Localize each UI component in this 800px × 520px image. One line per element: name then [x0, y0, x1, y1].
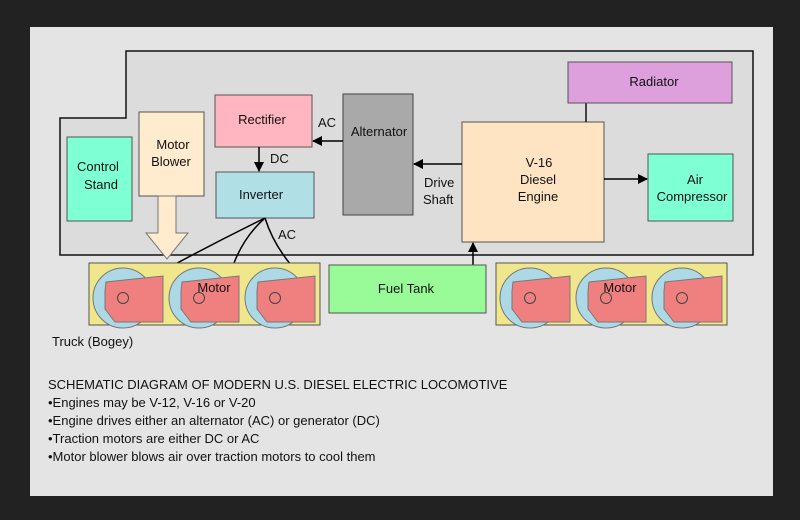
axle — [676, 292, 688, 304]
control-stand-label-1: Control — [77, 159, 119, 174]
air-compressor-label-2: Compressor — [657, 189, 728, 204]
truck-left[interactable] — [88, 262, 321, 329]
engine-label-3: Engine — [518, 189, 558, 204]
ac-label-rectifier: AC — [318, 115, 336, 130]
diesel-engine-box[interactable] — [461, 121, 605, 243]
notes-block: SCHEMATIC DIAGRAM OF MODERN U.S. DIESEL … — [48, 376, 507, 466]
drive-shaft-label-2: Shaft — [423, 192, 454, 207]
air-compressor-box[interactable] — [647, 153, 734, 222]
alternator-box[interactable] — [342, 93, 414, 216]
radiator-box[interactable] — [567, 61, 733, 104]
axle — [524, 292, 536, 304]
rectifier-label: Rectifier — [238, 112, 286, 127]
motor-label-left: Motor — [197, 280, 231, 295]
notes-bullet: •Traction motors are either DC or AC — [48, 431, 260, 446]
fuel-tank-box[interactable] — [328, 264, 487, 314]
blower-air-arrow — [144, 195, 190, 260]
traction-motor — [511, 275, 571, 323]
dc-label: DC — [270, 151, 289, 166]
rectifier-box[interactable] — [214, 94, 313, 148]
motor-blower-label-1: Motor — [156, 137, 190, 152]
truck-right[interactable] — [495, 262, 728, 329]
axle — [269, 292, 281, 304]
axle — [193, 292, 205, 304]
radiator-label: Radiator — [629, 74, 679, 89]
traction-motor — [104, 275, 164, 323]
inverter-box[interactable] — [215, 171, 315, 219]
drive-shaft-label-1: Drive — [424, 175, 454, 190]
traction-motor — [663, 275, 723, 323]
motor-blower-label-2: Blower — [151, 154, 191, 169]
inverter-label: Inverter — [239, 187, 284, 202]
air-compressor-label-1: Air — [687, 172, 704, 187]
engine-label-1: V-16 — [526, 155, 553, 170]
truck-label: Truck (Bogey) — [52, 334, 133, 349]
traction-motor — [587, 275, 647, 323]
control-stand-box[interactable] — [66, 136, 133, 222]
engine-label-2: Diesel — [520, 172, 556, 187]
traction-motor — [256, 275, 316, 323]
axle — [600, 292, 612, 304]
motor-label-right: Motor — [603, 280, 637, 295]
ac-label-motors: AC — [278, 227, 296, 242]
notes-title: SCHEMATIC DIAGRAM OF MODERN U.S. DIESEL … — [48, 377, 508, 392]
fuel-tank-label: Fuel Tank — [378, 281, 435, 296]
traction-motor — [180, 275, 240, 323]
control-stand-label-2: Stand — [84, 177, 118, 192]
notes-bullet: •Engines may be V-12, V-16 or V-20 — [48, 395, 256, 410]
notes-bullet: •Motor blower blows air over traction mo… — [48, 449, 376, 464]
alternator-label: Alternator — [351, 124, 408, 139]
notes-bullet: •Engine drives either an alternator (AC)… — [48, 413, 380, 428]
axle — [117, 292, 129, 304]
